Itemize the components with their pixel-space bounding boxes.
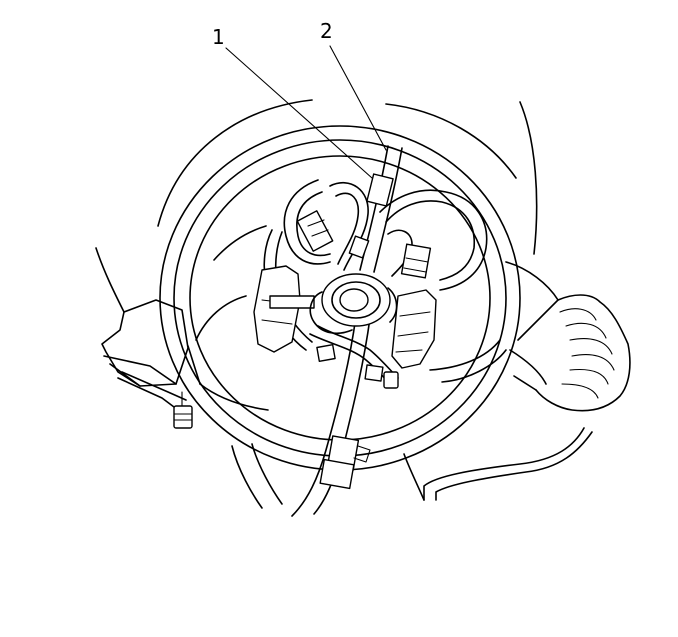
sender-plate (187, 225, 507, 411)
electrical-connector-right (383, 243, 437, 389)
fuel-feed-tube (291, 145, 403, 517)
electrical-connector-left (253, 210, 334, 353)
harness-clips (316, 235, 384, 382)
callout-1-leader (225, 47, 373, 179)
callout-2-label: 2 (320, 19, 333, 43)
fuel-tank-outline (95, 99, 538, 313)
mounting-bracket-left (101, 299, 189, 411)
callout-2-leader (329, 45, 387, 151)
filler-hose-right (505, 261, 631, 412)
center-grommet (309, 273, 398, 335)
callout-1-label: 1 (212, 25, 225, 49)
bolt-icon (173, 391, 193, 429)
lower-support-straps (231, 427, 593, 509)
